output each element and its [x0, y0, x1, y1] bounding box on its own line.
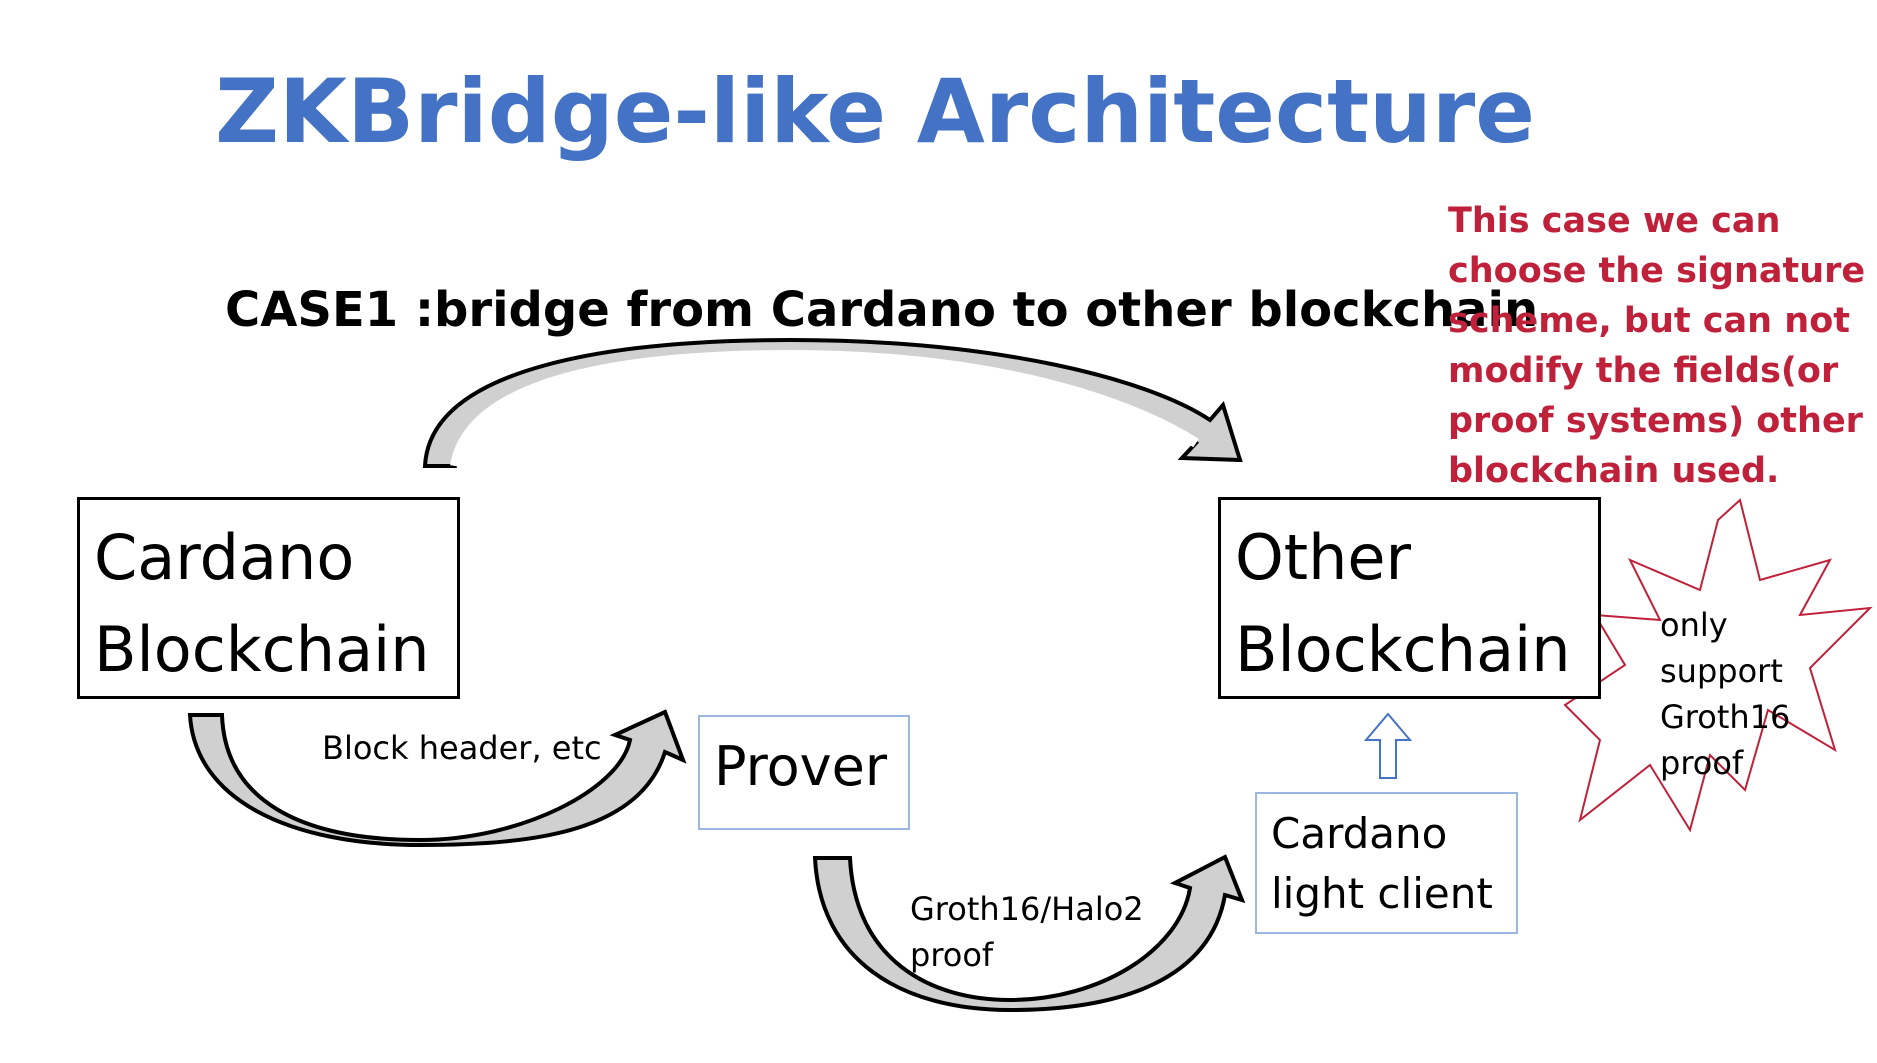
proof-label: Groth16/Halo2 proof [910, 890, 1144, 974]
block-header-label: Block header, etc [322, 729, 602, 767]
light-client-box: Cardano light client [1255, 792, 1518, 934]
other-blockchain-box: Other Blockchain [1218, 497, 1601, 699]
page-title: ZKBridge-like Architecture [215, 60, 1535, 163]
starburst-icon [1563, 498, 1873, 833]
up-arrow-icon [1363, 712, 1413, 779]
other-blockchain-label: Other Blockchain [1235, 521, 1571, 686]
cardano-blockchain-label: Cardano Blockchain [94, 521, 430, 686]
case-heading: CASE1 :bridge from Cardano to other bloc… [225, 282, 1539, 338]
light-client-label: Cardano light client [1271, 809, 1493, 918]
prover-box: Prover [698, 715, 910, 830]
burst-label: only support Groth16 proof [1660, 606, 1791, 782]
prover-label: Prover [714, 735, 888, 798]
red-note: This case we can choose the signature sc… [1448, 201, 1866, 491]
cardano-blockchain-box: Cardano Blockchain [77, 497, 460, 699]
